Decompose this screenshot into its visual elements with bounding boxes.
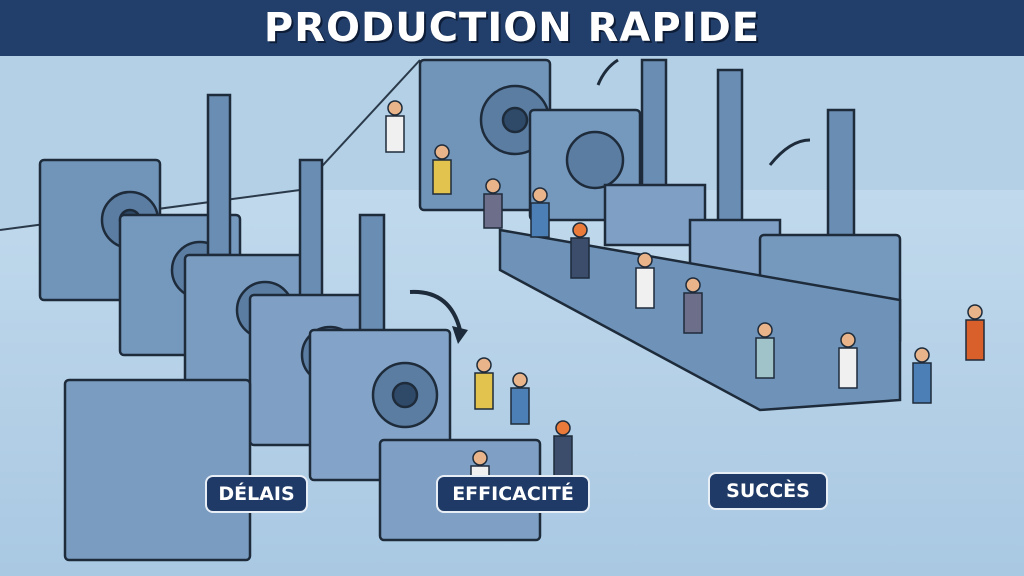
- label-success: SUCCÈS: [708, 472, 828, 510]
- right-machines: [418, 58, 902, 412]
- title-bar: PRODUCTION RAPIDE: [0, 0, 1024, 56]
- left-machines: [38, 93, 542, 562]
- label-delays: DÉLAIS: [205, 475, 308, 513]
- page-title: PRODUCTION RAPIDE: [263, 5, 761, 51]
- label-efficiency: EFFICACITÉ: [436, 475, 590, 513]
- arrow-icon: [409, 289, 462, 331]
